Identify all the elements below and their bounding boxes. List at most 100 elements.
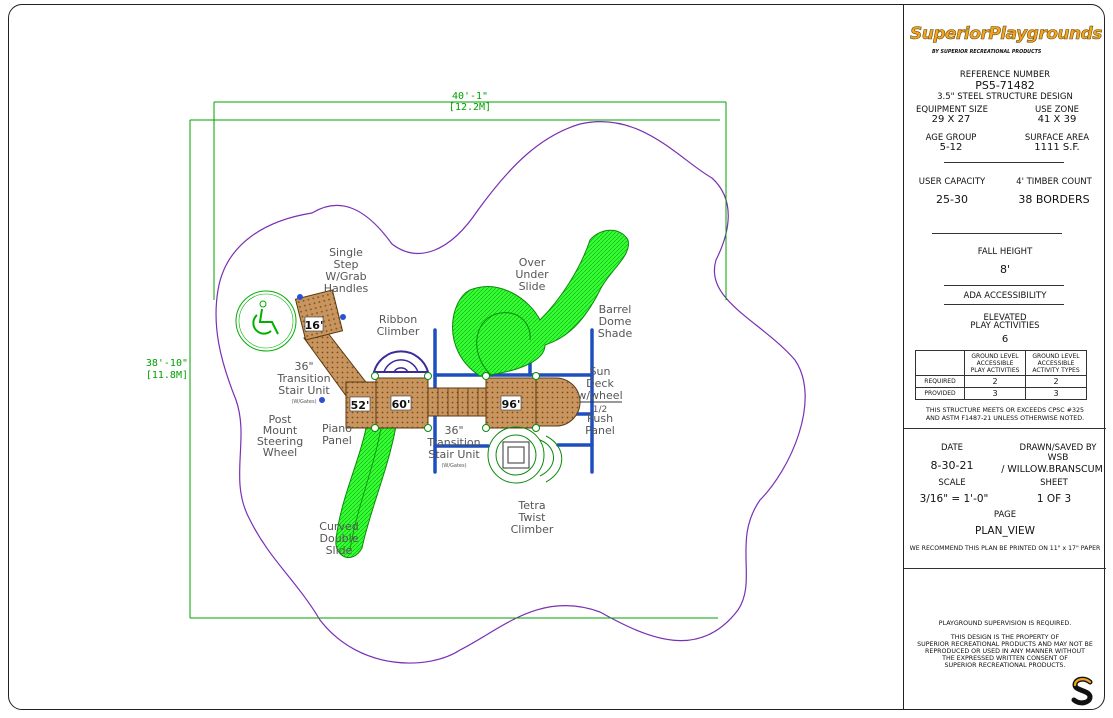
label-barrel-3: Shade [598, 327, 633, 340]
brand-tagline: BY SUPERIOR RECREATIONAL PRODUCTS [932, 50, 1042, 55]
superior-s-logo-icon [1071, 676, 1093, 706]
timber-count-value: 38 BORDERS [1018, 193, 1090, 206]
fall-height-value: 8' [999, 263, 1011, 276]
divider [944, 285, 1064, 286]
label-curved-1: Curved [319, 520, 358, 533]
label-push-panel-2: Push [587, 412, 613, 425]
reference-label: REFERENCE NUMBER [959, 70, 1051, 80]
label-tetra-3: Climber [511, 523, 554, 536]
surface-area-value: 1111 S.F. [1034, 142, 1080, 153]
label-transition-left-1: 36" [294, 360, 313, 373]
tetra-twist-climber [487, 426, 563, 484]
curved-double-slide [335, 425, 397, 559]
label-transition-right-sub: (W/Gates) [441, 463, 466, 469]
label-piano-2: Panel [322, 434, 352, 447]
use-zone-outline [215, 121, 806, 664]
width-dimension-metric: [12.2M] [449, 102, 491, 113]
label-post-mount-3: Steering [257, 435, 303, 448]
equipment-size-value: 29 X 27 [931, 114, 971, 125]
scale-label: SCALE [938, 478, 966, 488]
label-sun-deck-1: Sun [590, 365, 611, 378]
label-transition-left-2: Transition [276, 372, 330, 385]
ada-label: ADA ACCESSIBILITY [963, 291, 1047, 301]
label-single-step-3: W/Grab [325, 270, 366, 283]
label-transition-left-3: Stair Unit [278, 384, 330, 397]
date-label: DATE [940, 443, 964, 453]
reference-number: PS5-71482 [975, 79, 1035, 92]
label-ribbon-1: Ribbon [379, 313, 417, 326]
compliance-note-1: THIS STRUCTURE MEETS OR EXCEEDS CPSC #32… [926, 407, 1084, 414]
height-dimension-metric: [11.8M] [146, 370, 188, 381]
label-curved-3: Slide [326, 544, 353, 557]
design-type: 3.5" STEEL STRUCTURE DESIGN [937, 92, 1073, 102]
scale-value: 3/16" = 1'-0" [919, 493, 989, 505]
label-over-under-1: Over [519, 256, 546, 269]
use-zone-value: 41 X 39 [1037, 114, 1077, 125]
compliance-note-2: AND ASTM F1487-21 UNLESS OTHERWISE NOTED… [925, 415, 1085, 422]
divider [904, 568, 1106, 569]
elevated-value: 6 [1001, 334, 1009, 345]
elevated-label-1: ELEVATED [983, 313, 1027, 323]
property-note-5: SUPERIOR RECREATIONAL PRODUCTS. [944, 662, 1066, 669]
page-value: PLAN_VIEW [974, 525, 1035, 537]
divider [904, 428, 1106, 429]
label-single-step-1: Single [329, 246, 363, 259]
surface-area-label: SURFACE AREA [1024, 133, 1090, 143]
drawn-by-initials: WSB [1047, 453, 1069, 463]
over-under-slide [452, 229, 629, 377]
deck-height-60: 60' [392, 398, 411, 411]
sheet-label: SHEET [1040, 478, 1068, 488]
timber-count-label: 4' TIMBER COUNT [1016, 177, 1092, 187]
label-transition-right-1: 36" [444, 424, 463, 437]
label-tetra-2: Twist [518, 511, 547, 524]
label-over-under-2: Under [515, 268, 549, 281]
divider [944, 304, 1064, 305]
sun-deck [535, 377, 581, 427]
label-push-panel-3: Panel [585, 424, 615, 437]
label-post-mount-2: Mount [263, 424, 298, 437]
user-capacity-label: USER CAPACITY [918, 177, 986, 187]
label-sun-deck-2: Deck [586, 377, 614, 390]
label-single-step-4: Handles [324, 282, 369, 295]
print-note: WE RECOMMEND THIS PLAN BE PRINTED ON 11"… [909, 545, 1101, 552]
label-barrel-1: Barrel [599, 303, 632, 316]
page-label: PAGE [993, 510, 1017, 520]
label-transition-right-3: Stair Unit [428, 448, 480, 461]
label-barrel-2: Dome [599, 315, 632, 328]
label-ribbon-2: Climber [377, 325, 420, 338]
label-post-mount-1: Post [268, 413, 292, 426]
width-dimension: 40'-1" [452, 91, 488, 102]
deck-height-96: 96' [502, 398, 521, 411]
label-sun-deck-3: w/wheel [577, 389, 622, 402]
bridge [427, 387, 487, 417]
drawn-by-user: / WILLOW.BRANSCUM [1001, 464, 1103, 475]
table-row: PROVIDED 3 3 [915, 387, 1087, 400]
height-dimension: 38'-10" [146, 358, 188, 369]
drawing-frame [8, 4, 1105, 710]
table-row: REQUIRED 2 2 [915, 375, 1087, 388]
title-block: SuperiorPlaygrounds BY SUPERIOR RECREATI… [903, 4, 1106, 710]
sheet-value: 1 OF 3 [1036, 493, 1072, 505]
property-note-2: SUPERIOR RECREATIONAL PRODUCTS AND MAY N… [917, 641, 1093, 648]
date-value: 8-30-21 [930, 459, 974, 472]
elevated-label-2: PLAY ACTIVITIES [970, 321, 1040, 331]
label-transition-right-2: Transition [426, 436, 480, 449]
dimension-lines [189, 101, 727, 619]
age-group-label: AGE GROUP [925, 133, 977, 143]
label-piano-1: Piano [322, 422, 352, 435]
property-note-3: REPRODUCED OR USED IN ANY MANNER WITHOUT [925, 648, 1085, 655]
equipment-size-label: EQUIPMENT SIZE [916, 105, 988, 115]
divider [932, 233, 1062, 234]
label-curved-2: Double [320, 532, 359, 545]
deck-height-16: 16' [305, 319, 324, 332]
label-post-mount-4: Wheel [263, 446, 297, 459]
ada-accessibility-icon [235, 290, 297, 352]
property-note-1: THIS DESIGN IS THE PROPERTY OF [950, 634, 1060, 641]
user-capacity-value: 25-30 [936, 193, 968, 206]
property-note-4: THE EXPRESSED WRITTEN CONSENT OF [942, 655, 1068, 662]
deck-height-52: 52' [351, 399, 370, 412]
ribbon-climber [372, 350, 430, 373]
label-tetra-1: Tetra [517, 499, 545, 512]
